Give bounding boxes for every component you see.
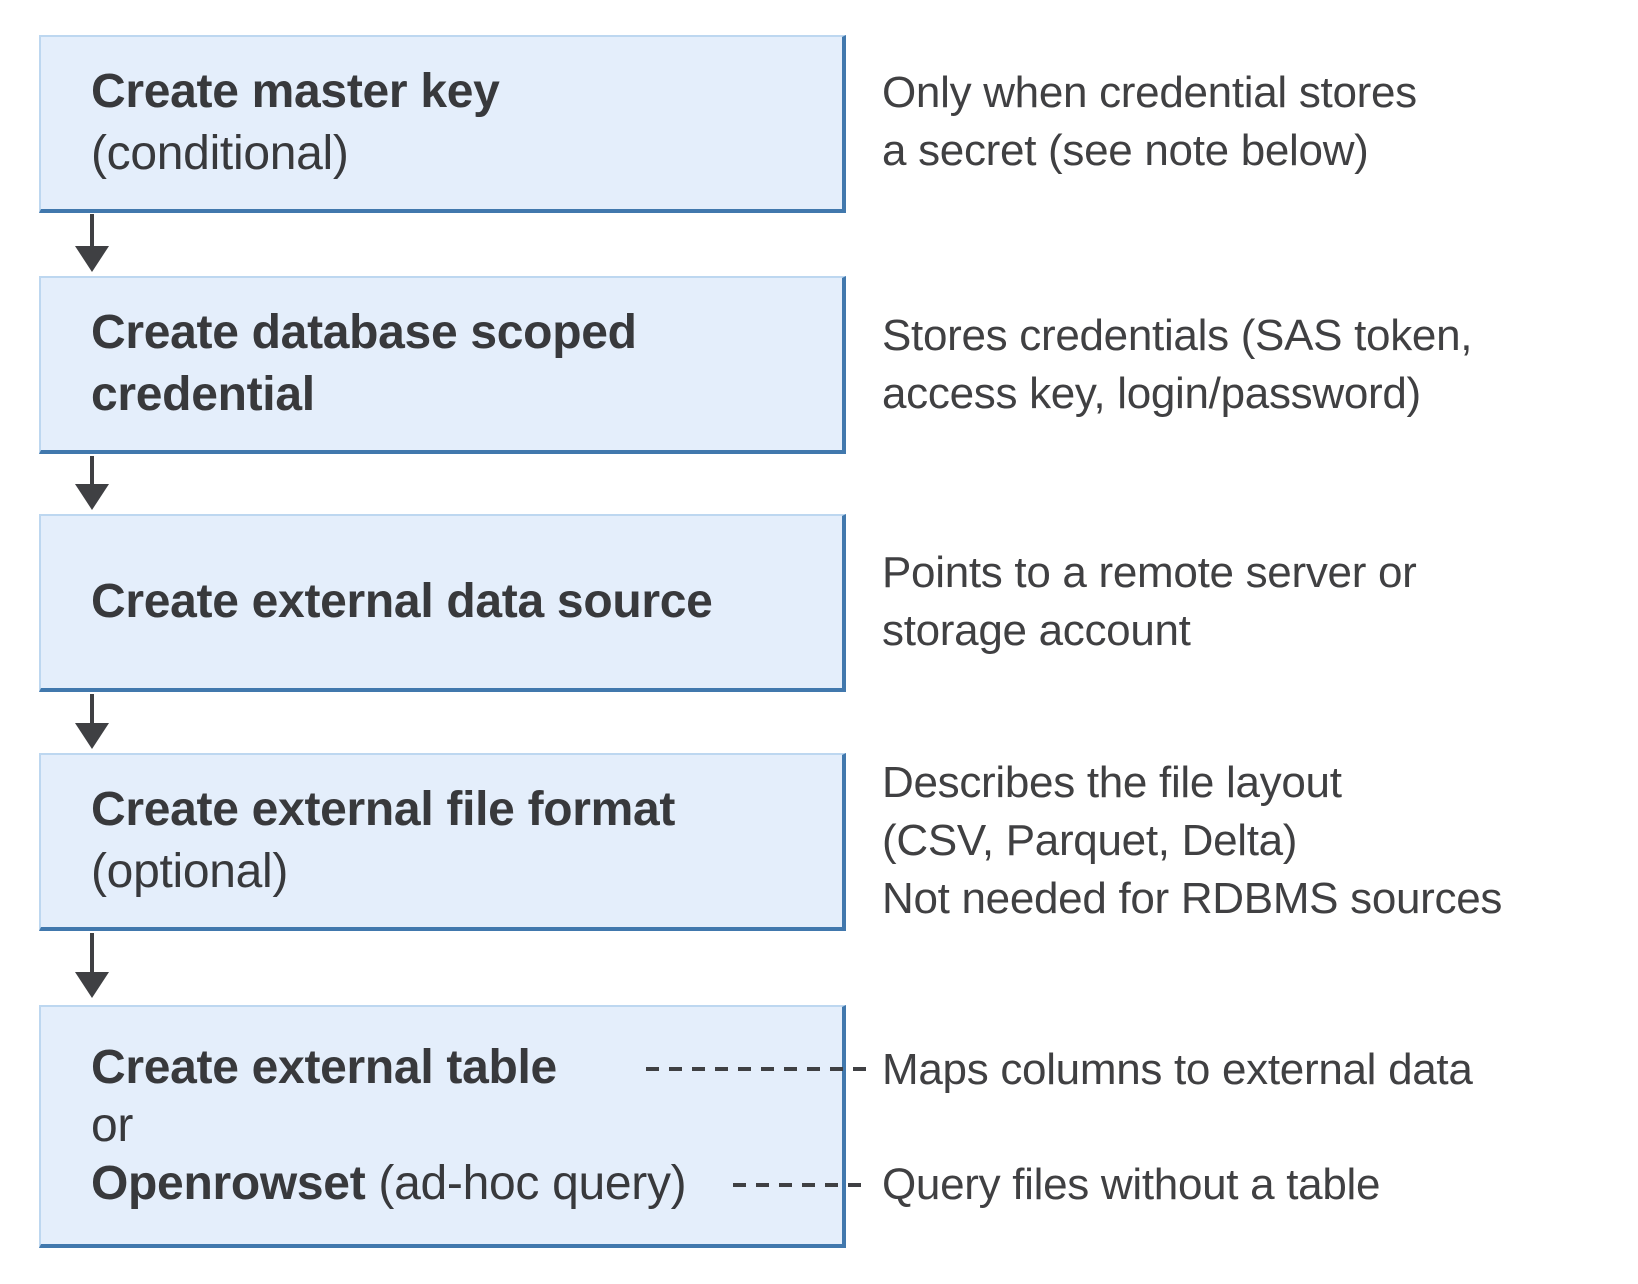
- annotation-openrowset: Query files without a table: [882, 1156, 1380, 1214]
- arrow-head-icon: [75, 246, 109, 272]
- step-openrowset-line: Openrowset (ad-hoc query): [91, 1155, 842, 1213]
- arrow-stem: [90, 933, 94, 974]
- step-box-create-master-key: Create master key (conditional): [39, 35, 846, 213]
- annotation-credential: Stores credentials (SAS token, access ke…: [882, 307, 1472, 423]
- step-title: Create master key: [91, 65, 500, 118]
- annotation-line: Points to a remote server or: [882, 548, 1417, 597]
- step-openrowset-qualifier: (ad-hoc query): [365, 1156, 687, 1210]
- annotation-line: storage account: [882, 606, 1191, 655]
- annotation-line: Describes the file layout: [882, 758, 1342, 807]
- annotation-line: a secret (see note below): [882, 126, 1369, 175]
- annotation-file-format: Describes the file layout (CSV, Parquet,…: [882, 754, 1502, 928]
- annotation-data-source: Points to a remote server or storage acc…: [882, 544, 1417, 660]
- arrow-head-icon: [75, 484, 109, 510]
- step-title: Create external table: [91, 1040, 557, 1094]
- step-qualifier: (optional): [91, 845, 289, 898]
- dashed-connector-openrowset: [733, 1183, 866, 1187]
- annotation-line: Maps columns to external data: [882, 1045, 1473, 1094]
- annotation-line: access key, login/password): [882, 369, 1421, 418]
- annotation-line: Only when credential stores: [882, 68, 1417, 117]
- arrow-stem: [90, 694, 94, 725]
- arrow-stem: [90, 214, 94, 248]
- arrow-head-icon: [75, 972, 109, 998]
- step-box-create-external-data-source: Create external data source: [39, 514, 846, 692]
- step-box-create-database-scoped-credential: Create database scoped credential: [39, 276, 846, 454]
- step-box-create-external-file-format: Create external file format (optional): [39, 753, 846, 931]
- step-or-label: or: [91, 1098, 134, 1152]
- step-title: Create external file format: [91, 783, 676, 836]
- annotation-line: (CSV, Parquet, Delta): [882, 816, 1298, 865]
- step-title: Create external data source: [91, 575, 713, 628]
- arrow-stem: [90, 456, 94, 486]
- annotation-line: Stores credentials (SAS token,: [882, 311, 1473, 360]
- annotation-line: Query files without a table: [882, 1160, 1381, 1209]
- step-qualifier: (conditional): [91, 127, 349, 180]
- step-title-line2: credential: [91, 368, 315, 421]
- step-title: Create database scoped: [91, 306, 637, 359]
- annotation-master-key: Only when credential stores a secret (se…: [882, 64, 1417, 180]
- annotation-external-table: Maps columns to external data: [882, 1041, 1473, 1099]
- step-box-create-external-table-or-openrowset: Create external table or Openrowset (ad-…: [39, 1005, 846, 1248]
- step-openrowset-label: Openrowset: [91, 1156, 366, 1210]
- dashed-connector-external-table: [646, 1067, 866, 1071]
- annotation-line: Not needed for RDBMS sources: [882, 874, 1503, 923]
- arrow-head-icon: [75, 723, 109, 749]
